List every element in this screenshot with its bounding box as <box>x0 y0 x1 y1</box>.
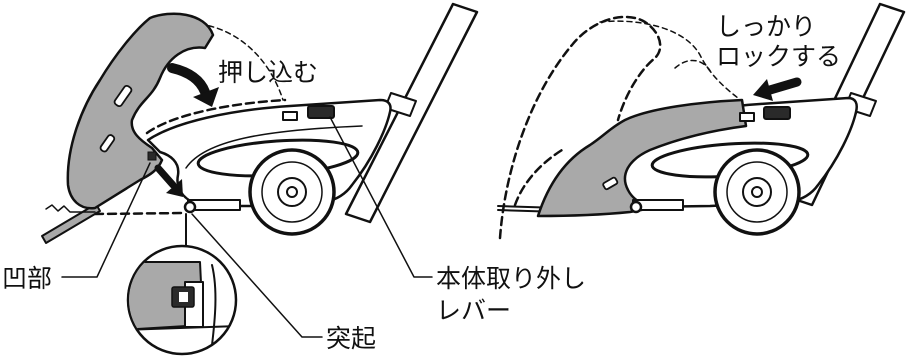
recess-mark <box>147 151 157 161</box>
housing-inner-edge <box>185 125 363 169</box>
leader-release-lever <box>329 116 433 278</box>
label-lock-line1: しっかり <box>716 12 816 41</box>
body-slot <box>113 84 133 108</box>
blade <box>41 203 101 244</box>
body-slot <box>99 134 116 153</box>
wheel <box>248 148 336 236</box>
label-protrusion: 突起 <box>326 324 376 353</box>
down-arrow-icon <box>154 164 183 197</box>
dashed-previous-position <box>513 148 564 207</box>
wheel <box>713 148 801 236</box>
label-push-in: 押し込む <box>218 58 318 87</box>
dashed-motion-path <box>674 59 713 75</box>
release-lever <box>307 105 335 119</box>
dashed-motion-path <box>199 23 284 101</box>
blade-teeth <box>45 204 96 213</box>
leader-recess <box>61 162 151 278</box>
right-figure-locked <box>497 2 906 240</box>
protrusion-pin <box>629 200 643 214</box>
protrusion-pin <box>183 200 197 214</box>
label-recess: 凹部 <box>2 264 52 293</box>
push-arrow-icon <box>167 63 219 107</box>
lever-base <box>282 111 298 121</box>
label-release-lever-line1: 本体取り外し <box>436 264 586 293</box>
release-lever <box>763 106 791 120</box>
dashed-previous-position <box>498 15 662 240</box>
dashed-guide-bottom <box>93 211 187 216</box>
leader-protrusion <box>191 213 323 338</box>
left-figure-before-attach <box>41 2 479 356</box>
dashed-motion-path <box>599 20 739 99</box>
main-body <box>66 12 215 210</box>
label-lock-line2: ロックする <box>716 42 841 71</box>
lock-arrow-icon <box>753 77 802 101</box>
magnified-detail <box>126 244 238 356</box>
dashed-guide-top <box>145 98 287 135</box>
label-release-lever-line2: レバー <box>436 296 511 325</box>
body-slot <box>602 176 619 191</box>
lever-base <box>739 112 755 122</box>
